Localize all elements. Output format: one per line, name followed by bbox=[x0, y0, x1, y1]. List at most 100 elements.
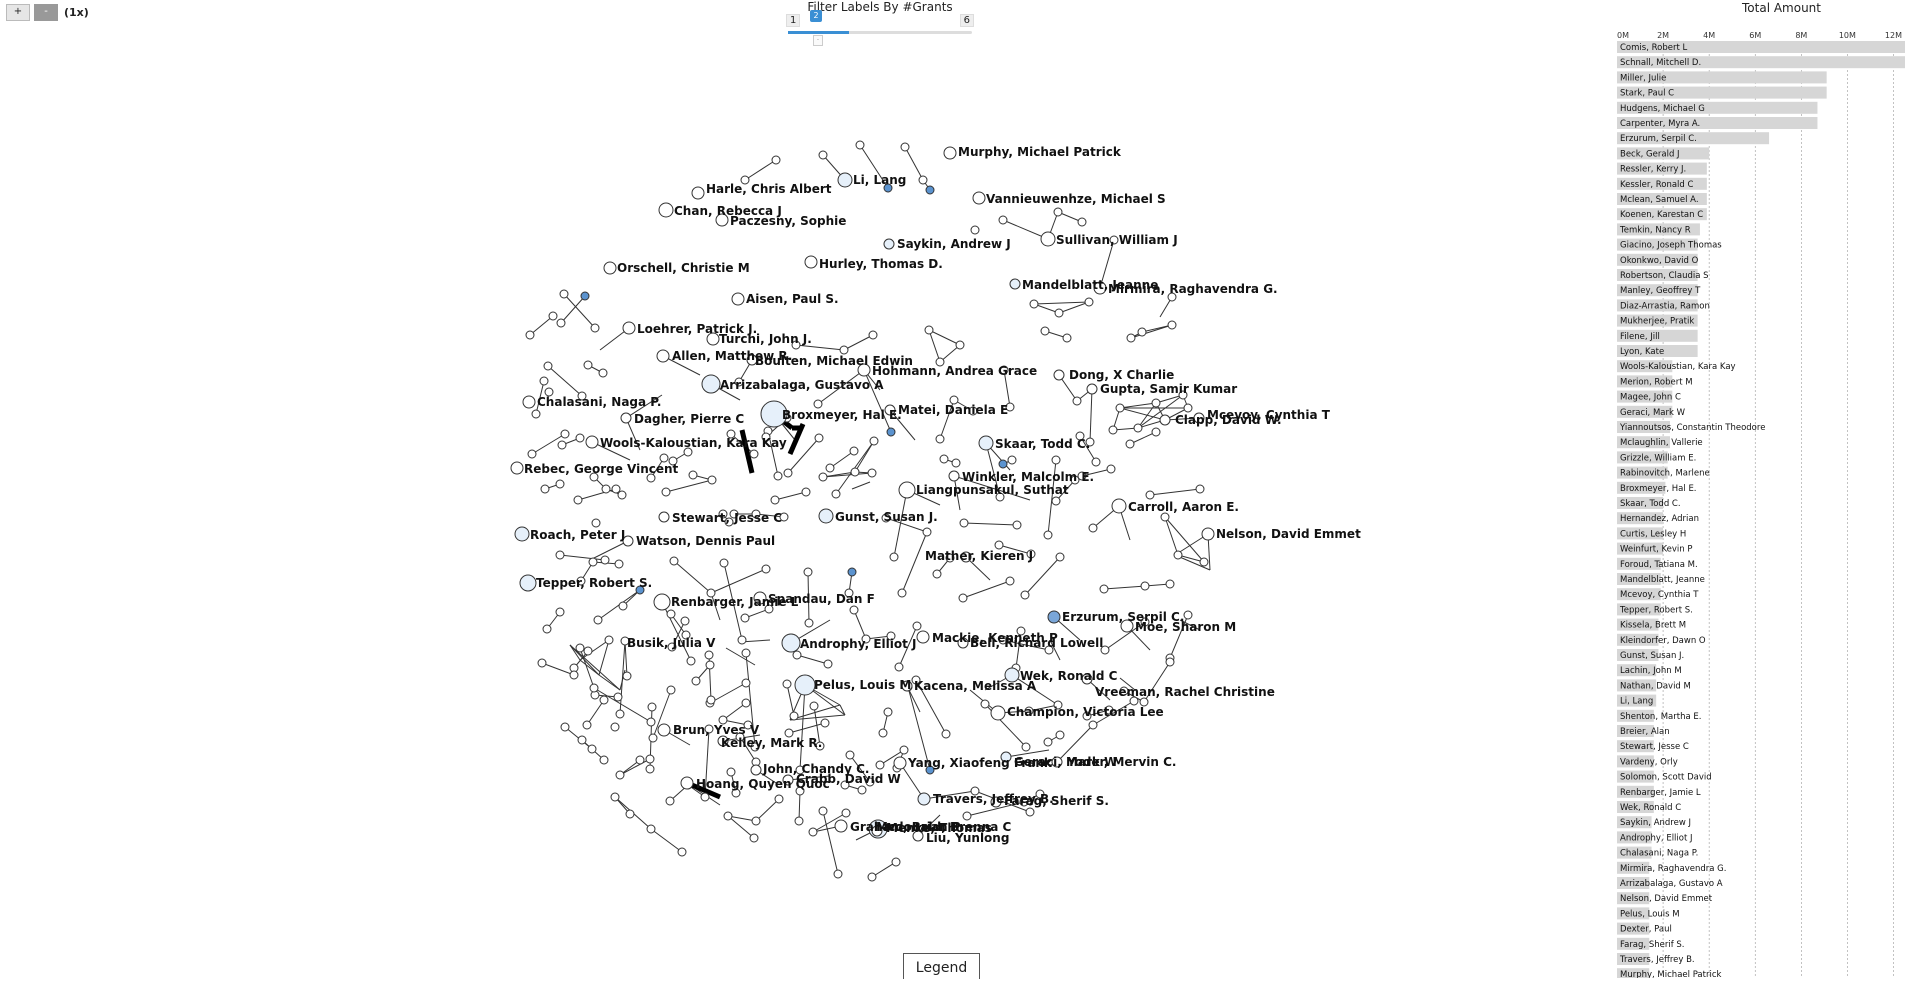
network-node[interactable] bbox=[935, 434, 945, 444]
network-node[interactable] bbox=[1120, 619, 1134, 633]
network-node[interactable] bbox=[539, 376, 549, 386]
network-node[interactable] bbox=[667, 642, 677, 652]
network-node[interactable] bbox=[610, 722, 620, 732]
bar[interactable] bbox=[1617, 56, 1905, 69]
network-node[interactable] bbox=[569, 670, 579, 680]
network-node[interactable] bbox=[1043, 737, 1053, 747]
network-node[interactable] bbox=[691, 676, 701, 686]
network-node[interactable] bbox=[706, 332, 720, 346]
network-node[interactable] bbox=[1070, 475, 1080, 485]
network-node[interactable] bbox=[761, 432, 771, 442]
bar[interactable] bbox=[1617, 497, 1664, 509]
network-node[interactable] bbox=[610, 792, 620, 802]
network-node[interactable] bbox=[871, 825, 883, 837]
network-node[interactable] bbox=[543, 361, 553, 371]
network-node[interactable] bbox=[1167, 292, 1177, 302]
network-node[interactable] bbox=[897, 588, 907, 598]
network-node[interactable] bbox=[1111, 498, 1127, 514]
bar[interactable] bbox=[1617, 421, 1670, 433]
network-node[interactable] bbox=[916, 630, 930, 644]
filter-lower-handle[interactable]: - bbox=[813, 35, 823, 46]
network-node[interactable] bbox=[735, 732, 745, 742]
network-node[interactable] bbox=[995, 492, 1005, 502]
bar[interactable] bbox=[1617, 527, 1664, 540]
network-node[interactable] bbox=[886, 631, 896, 641]
network-node[interactable] bbox=[911, 675, 921, 685]
network-node[interactable] bbox=[945, 553, 955, 563]
network-node[interactable] bbox=[700, 792, 710, 802]
network-node[interactable] bbox=[1077, 471, 1087, 481]
bar[interactable] bbox=[1617, 223, 1700, 236]
network-node[interactable] bbox=[875, 760, 885, 770]
network-node[interactable] bbox=[555, 479, 565, 489]
network-node[interactable] bbox=[1009, 278, 1021, 290]
network-node[interactable] bbox=[677, 847, 687, 857]
network-node[interactable] bbox=[1024, 706, 1034, 716]
network-node[interactable] bbox=[959, 518, 969, 528]
network-node[interactable] bbox=[1026, 549, 1036, 559]
network-node[interactable] bbox=[645, 764, 655, 774]
network-node[interactable] bbox=[844, 588, 854, 598]
network-node[interactable] bbox=[741, 648, 751, 658]
network-node[interactable] bbox=[548, 311, 558, 321]
network-node[interactable] bbox=[792, 650, 802, 660]
bar[interactable] bbox=[1617, 147, 1710, 160]
network-node[interactable] bbox=[557, 440, 567, 450]
network-node[interactable] bbox=[1139, 697, 1149, 707]
network-node[interactable] bbox=[1167, 320, 1177, 330]
network-node[interactable] bbox=[949, 395, 959, 405]
network-node[interactable] bbox=[591, 518, 601, 528]
network-node[interactable] bbox=[922, 527, 932, 537]
bar[interactable] bbox=[1617, 649, 1659, 661]
bar[interactable] bbox=[1617, 588, 1661, 601]
network-node[interactable] bbox=[783, 468, 793, 478]
network-node[interactable] bbox=[1051, 496, 1061, 506]
network-node[interactable] bbox=[653, 593, 671, 611]
network-node[interactable] bbox=[924, 325, 934, 335]
network-node[interactable] bbox=[1115, 403, 1125, 413]
network-node[interactable] bbox=[883, 238, 895, 250]
network-node[interactable] bbox=[773, 471, 783, 481]
zoom-out-button[interactable]: - bbox=[34, 4, 58, 21]
bar[interactable] bbox=[1617, 41, 1905, 53]
bar[interactable] bbox=[1617, 299, 1698, 312]
network-node[interactable] bbox=[825, 463, 835, 473]
network-node[interactable] bbox=[1077, 217, 1087, 227]
network-node[interactable] bbox=[1201, 527, 1215, 541]
bar[interactable] bbox=[1617, 345, 1698, 357]
network-node[interactable] bbox=[622, 535, 634, 547]
network-node[interactable] bbox=[580, 291, 590, 301]
network-node[interactable] bbox=[998, 215, 1008, 225]
bar[interactable] bbox=[1617, 466, 1668, 479]
network-node[interactable] bbox=[1099, 584, 1109, 594]
network-node[interactable] bbox=[519, 574, 537, 592]
network-node[interactable] bbox=[1016, 626, 1026, 636]
network-node[interactable] bbox=[1000, 751, 1012, 763]
network-node[interactable] bbox=[617, 490, 627, 500]
network-node[interactable] bbox=[1199, 557, 1209, 567]
network-node[interactable] bbox=[658, 202, 674, 218]
network-node[interactable] bbox=[1183, 610, 1193, 620]
network-node[interactable] bbox=[686, 656, 696, 666]
network-node[interactable] bbox=[1178, 390, 1188, 400]
network-node[interactable] bbox=[622, 671, 632, 681]
network-node[interactable] bbox=[839, 345, 849, 355]
network-node[interactable] bbox=[531, 409, 541, 419]
network-node[interactable] bbox=[883, 707, 893, 717]
network-node[interactable] bbox=[680, 776, 694, 790]
network-node[interactable] bbox=[1047, 610, 1061, 624]
network-node[interactable] bbox=[1007, 455, 1017, 465]
network-node[interactable] bbox=[751, 816, 761, 826]
network-node[interactable] bbox=[734, 377, 744, 387]
network-node[interactable] bbox=[1055, 730, 1065, 740]
bar[interactable] bbox=[1617, 162, 1707, 175]
network-node[interactable] bbox=[749, 449, 759, 459]
network-node[interactable] bbox=[820, 718, 830, 728]
network-node[interactable] bbox=[599, 755, 609, 765]
network-node[interactable] bbox=[717, 735, 729, 747]
network-node[interactable] bbox=[784, 728, 794, 738]
network-node[interactable] bbox=[1129, 696, 1139, 706]
bar[interactable] bbox=[1617, 892, 1650, 905]
network-node[interactable] bbox=[837, 172, 853, 188]
network-node[interactable] bbox=[1021, 742, 1031, 752]
